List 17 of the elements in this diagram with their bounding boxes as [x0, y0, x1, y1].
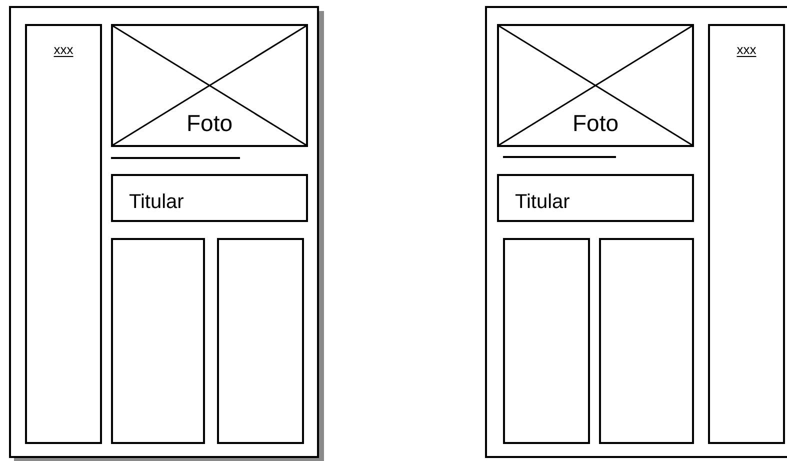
photo-label: Foto	[571, 110, 620, 137]
headline-label: Titular	[515, 191, 570, 214]
headline-box	[111, 174, 308, 222]
page-layout	[485, 6, 787, 458]
sidebar-column	[708, 24, 785, 444]
crossed-box	[111, 24, 308, 147]
sidebar-label: xxx	[736, 42, 758, 57]
crossed-box	[497, 24, 694, 147]
sidebar-label: xxx	[52, 42, 74, 57]
text-column	[503, 238, 590, 444]
text-column	[111, 238, 205, 444]
photo-label: Foto	[185, 110, 234, 137]
text-column	[599, 238, 694, 444]
text-column	[217, 238, 304, 444]
sidebar-column	[25, 24, 102, 444]
headline-label: Titular	[129, 191, 184, 214]
headline-box	[497, 174, 694, 222]
